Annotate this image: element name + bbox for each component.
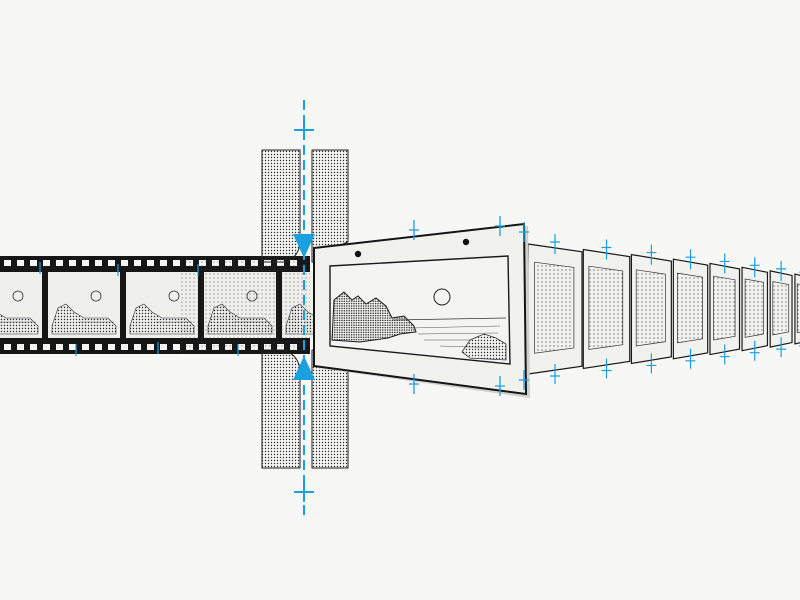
stacked-card [741, 257, 769, 361]
sprocket-hole [69, 260, 76, 266]
card-registration-mark [776, 260, 787, 281]
sprocket-hole [160, 260, 167, 266]
sprocket-hole [160, 344, 167, 350]
sprocket-hole [17, 344, 24, 350]
upper-left-roller [261, 149, 301, 263]
registration-tick [519, 222, 529, 242]
film-strip [0, 256, 354, 354]
card-registration-mark [685, 249, 696, 270]
sprocket-hole [134, 260, 141, 266]
stacked-card [769, 260, 793, 358]
sprocket-hole [134, 344, 141, 350]
sprocket-hole [4, 344, 11, 350]
lower-left-roller [261, 349, 301, 469]
stacked-card [630, 244, 672, 374]
sprocket-hole [173, 260, 180, 266]
stacked-card [672, 249, 709, 369]
sprocket-hole [108, 344, 115, 350]
card-registration-mark [646, 244, 657, 265]
registration-cross-top [294, 120, 314, 140]
registration-guide [293, 100, 315, 520]
sprocket-hole [121, 344, 128, 350]
sprocket-hole [43, 344, 50, 350]
sprocket-hole [56, 260, 63, 266]
card-registration-mark [601, 358, 612, 379]
sprocket-hole [69, 344, 76, 350]
card-registration-mark [646, 353, 657, 374]
card-punch-hole [462, 238, 470, 246]
sprocket-hole [30, 260, 37, 266]
card-registration-mark [601, 239, 612, 260]
card-registration-mark [749, 340, 760, 361]
stacked-card [527, 234, 583, 384]
card-registration-mark [550, 234, 560, 254]
arrow-down [293, 234, 315, 258]
sprocket-hole [56, 344, 63, 350]
horizon-line [391, 317, 507, 321]
card-registration-mark [719, 344, 730, 365]
card-registration-mark [719, 253, 730, 274]
card-stack [527, 234, 800, 384]
shore-rocks [461, 333, 507, 361]
front-card [313, 222, 530, 398]
sprocket-hole [43, 260, 50, 266]
sprocket-hole [95, 344, 102, 350]
sprocket-hole [82, 344, 89, 350]
registration-tick [409, 220, 419, 240]
landscape-sketch [331, 288, 507, 361]
registration-ticks [39, 216, 529, 396]
sun [433, 288, 451, 306]
card-registration-mark [550, 364, 560, 384]
sprocket-hole [17, 260, 24, 266]
sprocket-hole [147, 344, 154, 350]
sprocket-hole [108, 260, 115, 266]
film-halftone-fade [180, 256, 310, 354]
card-registration-mark [776, 337, 787, 358]
registration-tick [495, 376, 505, 396]
sprocket-hole [121, 260, 128, 266]
sprocket-hole [30, 344, 37, 350]
stacked-card [794, 271, 800, 347]
roller-press [261, 149, 349, 469]
film-frame [0, 272, 42, 338]
registration-tick [495, 216, 505, 236]
water-lines [409, 325, 501, 349]
card-registration-mark [685, 348, 696, 369]
card-punch-hole [354, 250, 362, 258]
rock-formation [331, 291, 417, 343]
sprocket-hole [4, 260, 11, 266]
sprocket-hole [82, 260, 89, 266]
registration-tick [409, 374, 419, 394]
registration-cross-bottom [294, 482, 314, 502]
sprocket-hole [173, 344, 180, 350]
stacked-card [582, 239, 631, 379]
card-registration-mark [749, 257, 760, 278]
sprocket-hole [147, 260, 154, 266]
registration-tick [519, 370, 529, 390]
arrow-up [293, 356, 315, 380]
sprocket-hole [95, 260, 102, 266]
stacked-card [709, 253, 741, 365]
film-frame [48, 272, 120, 338]
